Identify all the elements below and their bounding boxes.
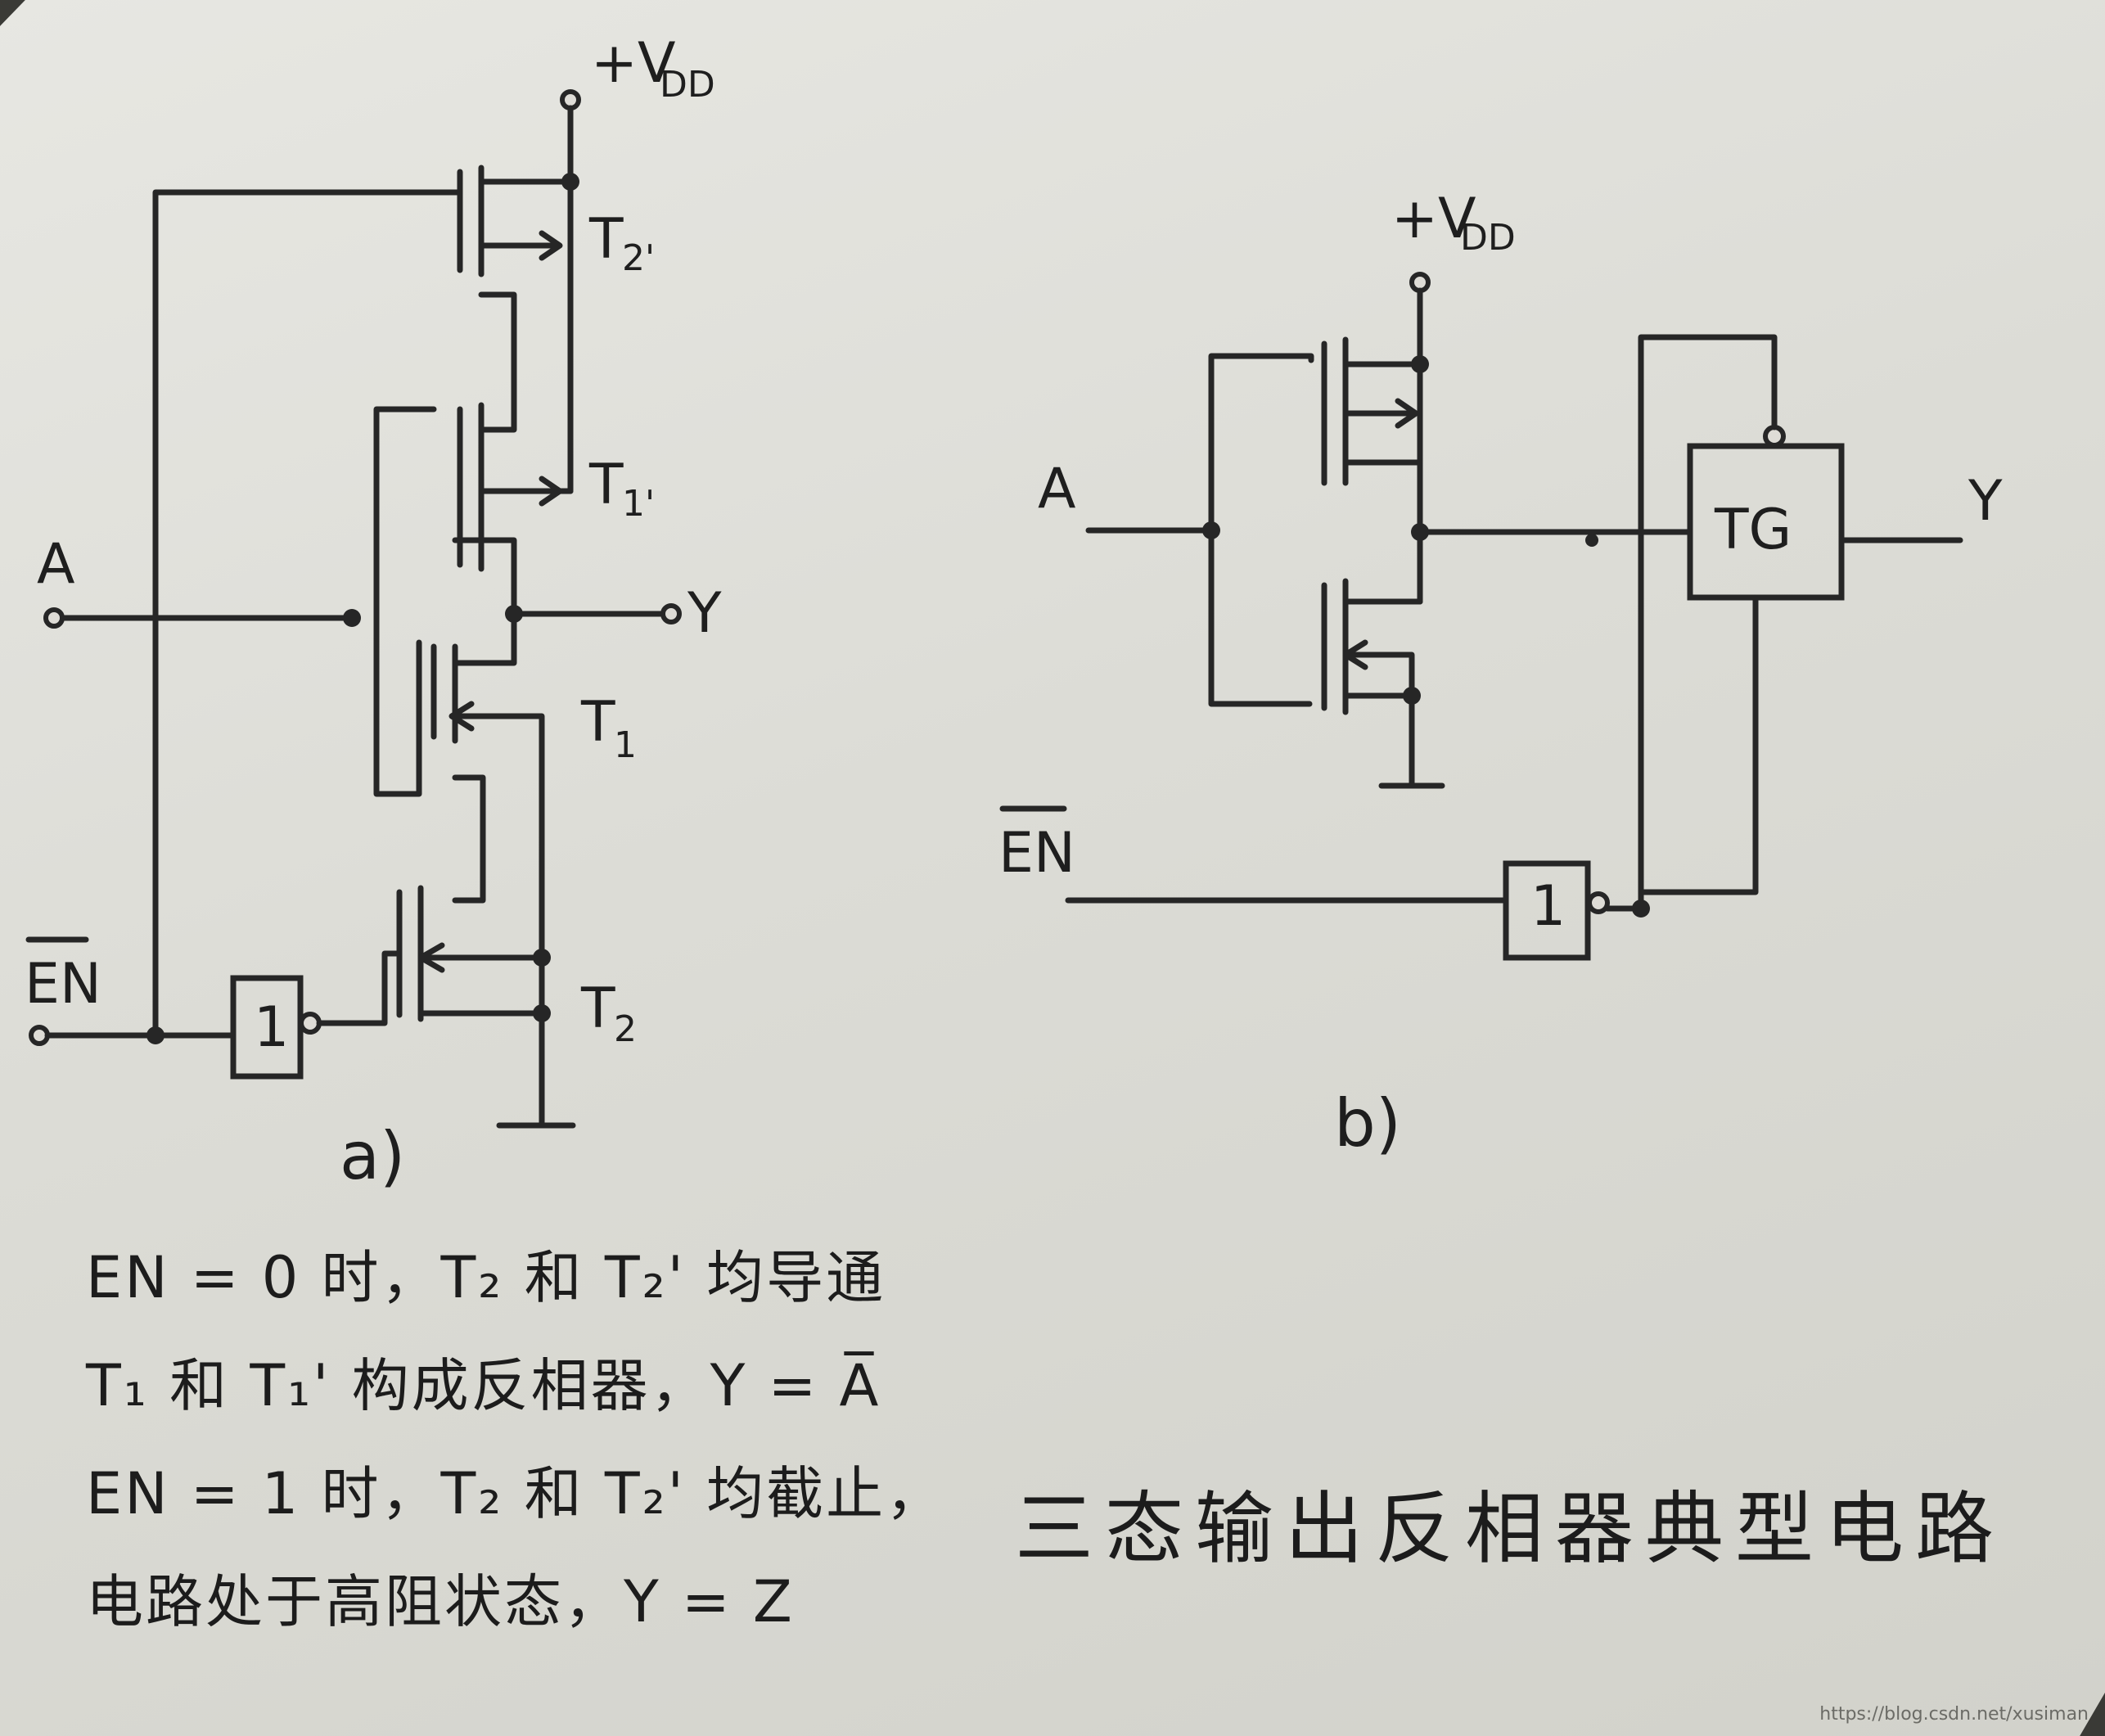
pmos-b-arrow [1342,398,1419,429]
vdd-label-b: +V [1391,187,1476,251]
tg-bottom-control-wire [1638,594,1759,895]
junction-a [343,609,361,627]
junction-output-a [505,605,523,623]
a-label-b: A [1038,457,1076,521]
output-node-wire [452,537,517,666]
output-y-terminal-a [660,603,682,625]
a-gate-bracket-b [1208,353,1314,707]
inverter-gate-b [1503,860,1591,961]
caption-b: b) [1334,1085,1401,1161]
nmos-b [1321,578,1423,715]
nmos-b-arrow [1342,639,1415,699]
vdd-sub-b: DD [1460,217,1516,259]
t2p-label: T [588,207,624,272]
note-line-3: EN = 1 时，T₂ 和 T₂' 均截止， [86,1460,946,1527]
inverter-label-b: 1 [1530,874,1566,939]
t2-label: T [580,976,615,1041]
inverter-label-a: 1 [254,995,289,1060]
t2p-arrow [478,230,563,261]
pmos-b [1321,336,1423,486]
transistor-t2-prime [457,165,574,433]
junction-a-b [1202,521,1220,539]
t2-arrow [417,942,445,973]
inverter-output-wire-a [316,950,403,1026]
junction-mid-b [1585,534,1598,547]
transmission-gate [1687,443,1845,601]
t1p-arrow [478,476,563,507]
vdd-sub-a: DD [660,64,715,106]
tg-top-control-wire [1638,334,1778,912]
transistor-t2 [396,885,545,1022]
t2p-drain-link [478,291,517,433]
t1-arrow [448,701,475,732]
circuit-a: 1 +V DD T 2' T 1' T 1 T 2 A Y EN a) [25,31,722,1194]
en-vertical-wire [152,189,200,1039]
a-terminal-a [43,607,65,629]
en-label-a: EN [25,952,101,1017]
watermark-text: https://blog.csdn.net/xusiman [1819,1704,2089,1725]
junction-en-b [1632,900,1650,918]
diagram-title: 三态输出反相器典型电路 [1015,1483,2005,1575]
note-line-1: EN = 0 时，T₂ 和 T₂' 均导通 [86,1244,886,1311]
explanation-notes: EN = 0 时，T₂ 和 T₂' 均导通 T₁ 和 T₁' 构成反相器，Y =… [86,1224,945,1656]
circuit-b: TG 1 +V DD A Y EN b) [998,187,2003,1161]
vdd-label-a: +V [591,31,676,96]
note-line-4: 电路处于高阻状态，Y = Z [86,1568,795,1635]
y-label-b: Y [1968,469,2003,534]
t1p-sub: 1' [622,483,655,525]
note-line-2: T₁ 和 T₁' 构成反相器，Y = A̅ [86,1352,881,1419]
t1-source-wire [452,713,545,961]
transistor-t1 [430,643,545,961]
t2p-sub: 2' [622,237,655,279]
t1p-label: T [588,453,624,517]
tg-label: TG [1714,498,1792,562]
t1-label: T [580,690,615,755]
inverter-bubble-b [1587,891,1610,914]
t1-sub: 1 [614,724,637,766]
y-label-a: Y [687,581,722,646]
caption-a: a) [340,1118,405,1194]
t2-sub: 2 [614,1008,637,1050]
t1-drain-link [452,774,486,904]
a-gate-bracket [373,406,437,797]
en-label-b: EN [998,821,1075,886]
a-label-a: A [37,532,75,597]
